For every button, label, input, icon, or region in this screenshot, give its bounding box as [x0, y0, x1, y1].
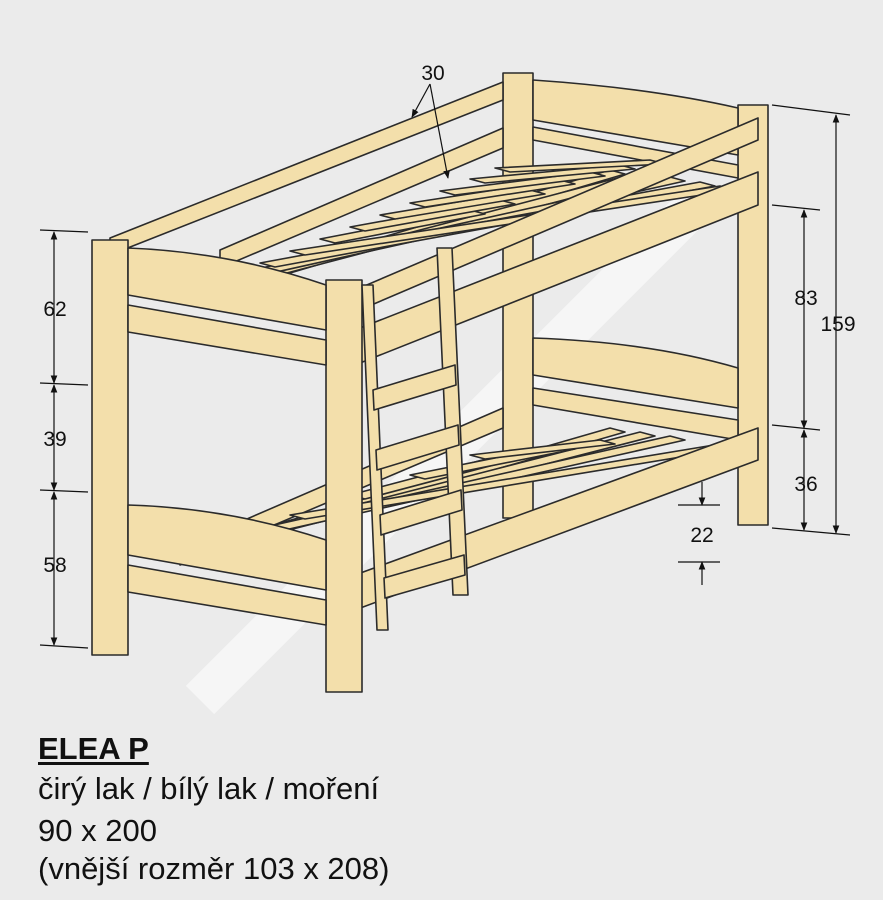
dim-right-lower: 36: [794, 473, 817, 496]
product-outer-size: (vnější rozměr 103 x 208): [38, 851, 390, 886]
back-headboard-upper: [532, 79, 739, 156]
ladder-rung: [375, 424, 460, 471]
bunk-bed-diagram: 30 62 39 58 83 36 159 22: [39, 62, 856, 715]
dim-left-upper: 62: [43, 298, 66, 321]
dim-left-lower: 58: [43, 554, 66, 577]
product-title: ELEA P: [38, 731, 149, 766]
front-headboard-lower: [127, 504, 327, 591]
front-rail-lower-left: [127, 564, 327, 626]
dim-right-upper: 83: [794, 287, 817, 310]
ladder-rung: [372, 364, 457, 411]
dimension-labels: 30 62 39 58 83 36 159 22: [43, 62, 855, 577]
dim-top-rail: 30: [421, 62, 444, 85]
dim-floor-clearance: 22: [690, 524, 713, 547]
front-left-post: [91, 239, 129, 656]
dim-left-middle: 39: [43, 428, 66, 451]
front-rail-upper-left: [127, 304, 327, 366]
dimension-lines: [39, 83, 851, 649]
ladder-rung: [383, 554, 466, 599]
back-headboard-lower: [532, 337, 739, 409]
ladder-left-rail: [361, 284, 389, 631]
dim-total-height: 159: [820, 313, 855, 336]
product-finish: čirý lak / bílý lak / moření: [38, 771, 380, 806]
front-headboard-upper: [127, 247, 327, 331]
front-mid-post: [325, 279, 363, 693]
product-mattress-size: 90 x 200: [38, 813, 157, 848]
ladder-rung: [379, 489, 463, 536]
bunk-bed: [91, 72, 769, 693]
